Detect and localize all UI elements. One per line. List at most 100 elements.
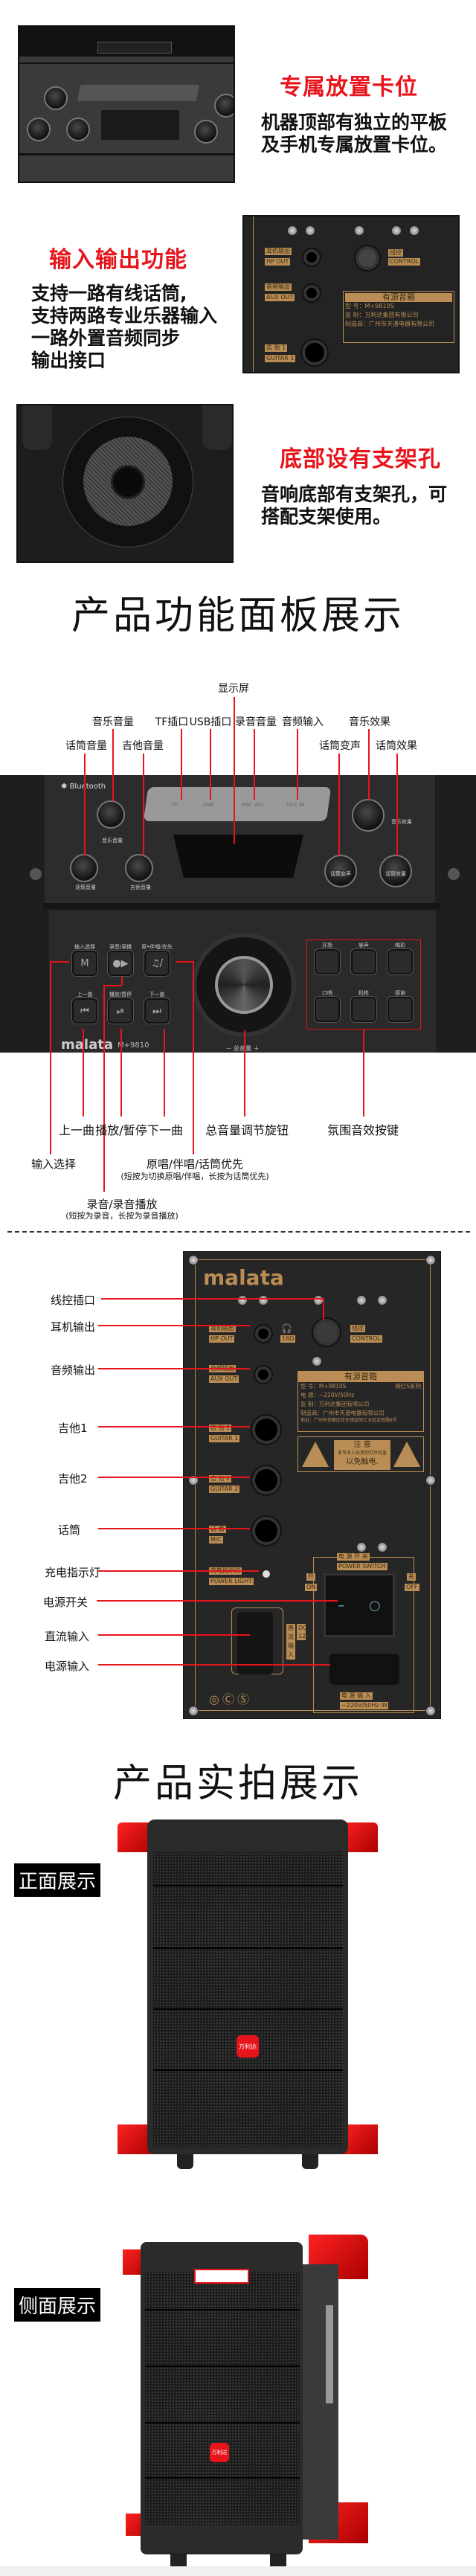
brand-badge: 万利达 [210,2443,229,2462]
vocal-priority-button[interactable]: ♫/ [144,951,170,976]
plate-label: 16Ω [280,1335,296,1343]
feature-body: 支持一路有线话筒, 支持两路专业乐器输入 一路外置音频同步 输出接口 [31,283,217,372]
button-label: 原•伴唱/优先 [141,944,173,950]
label-control-port: 线控插口 [51,1294,96,1307]
feature-body-line: 支持两路专业乐器输入 [31,305,218,327]
play-pause-button[interactable]: ⏯ [108,998,133,1024]
mic-effect-knob[interactable] [379,855,412,887]
knob-label: 话筒音量 [75,884,96,890]
label-mic-effect: 话筒效果 [376,740,417,752]
mic-voice-knob[interactable] [324,855,357,887]
plate-label: GUITAR 1 [209,1435,240,1442]
plate-label: AUX OUT [209,1375,239,1383]
front-speaker-photo: 万利达 [118,1819,378,2169]
feature-body-line: 音响底部有支架孔，可 [261,484,448,505]
label-power-switch: 电源开关 [43,1596,89,1609]
label-guitar2: 吉他2 [58,1472,88,1485]
warning-line: 非专业人员请勿打开机盖 [337,1451,387,1456]
warning-line: 以免触电. [346,1458,379,1466]
brand-badge: 万利达 [237,2035,259,2058]
brand-logo: malata [61,1037,113,1053]
side-speaker-photo: 万利达 [123,2235,370,2566]
label-audio-out: 音频输出 [51,1364,96,1377]
back-panel-photo: malata 耳机输出 HP OUT 16Ω 🎧 线控 CONTROL 音频输出… [183,1251,441,1719]
plate-label: POWER SWITCH [337,1563,387,1570]
note-original-accompany: (短按为切换原唱/伴唱，长按为话筒优先) [120,1172,269,1181]
plate-label: ~220V/50Hz IN [340,1702,389,1709]
label-power-light: 充电指示灯 [45,1566,101,1579]
io-panel-photo: 耳机输出 HP OUT 线控 CONTROL 音频输出 AUX OUT 有源音箱… [242,215,460,373]
label-mic-volume: 话筒音量 [65,740,107,752]
plate-label: OFF [405,1584,419,1591]
label-ac-input: 电源输入 [45,1660,90,1673]
plate-label: 吉 他 1 [209,1424,232,1432]
button-label: 上一曲 [77,992,93,998]
previous-track-button[interactable]: ⏮ [72,998,97,1024]
power-switch[interactable]: –○ [324,1573,395,1637]
effect-whistle-button[interactable] [315,997,340,1022]
plate-label: 关 [407,1573,416,1581]
mic-jack[interactable] [252,1517,280,1545]
plate-label: 线控 [388,249,403,257]
aux-out-jack[interactable] [255,1366,271,1383]
feature-body-line: 输出接口 [31,350,106,371]
headphone-icon: 🎧 [281,1323,292,1334]
label-tf-slot: TF插口 [155,716,189,728]
button-label: 播放/暂停 [109,992,132,998]
feature-body-line: 搭配支架使用。 [261,506,392,527]
effect-label: 掌声 [358,942,369,948]
label-guitar-volume: 吉他音量 [122,740,164,752]
effect-gun-button[interactable] [351,997,376,1022]
bottom-mount-photo [16,404,234,563]
knob-label: 吉他音量 [130,884,151,890]
label-mic-voice-change: 话筒变声 [319,740,361,752]
top-slot-photo [18,25,235,183]
music-volume-knob[interactable] [97,800,125,829]
next-track-button[interactable]: ⏭ [144,998,170,1024]
dashed-divider [7,1231,470,1233]
note-record: (短按为录音，长按为录音播放) [65,1211,178,1221]
headphone-jack[interactable] [255,1326,271,1342]
feature-title: 输入输出功能 [49,247,187,273]
effect-thanks-button[interactable] [387,997,413,1022]
control-port[interactable] [313,1319,340,1346]
plate-label: HP OUT [209,1335,235,1343]
effect-label: 口哨 [322,990,332,996]
nameplate-series: 网红S系列 [395,1383,421,1390]
guitar-volume-knob[interactable] [125,854,153,882]
label-record: 录音/录音播放 [86,1198,158,1211]
feature-body-line: 支持一路有线话筒, [31,283,187,304]
front-view-tag: 正面展示 [14,1863,101,1897]
plate-label: HP OUT [265,258,291,266]
nameplate-title: 有源音箱 [345,293,452,302]
ac-input[interactable] [329,1654,399,1685]
section-heading: 产品功能面板展示 [71,594,405,638]
nameplate: 有源音箱 型 号：M+9810S 网红S系列 电 源：~220V/50Hz 监 … [298,1371,424,1432]
record-button[interactable]: ●▶ [108,951,133,976]
label-usb-slot: USB插口 [189,716,232,728]
nameplate-title: 有源音箱 [298,1372,423,1382]
switch-off-mark: ○ [368,1597,381,1613]
music-effect-knob[interactable] [352,799,385,832]
guitar2-jack[interactable] [252,1466,280,1494]
button-label: 下一曲 [149,992,165,998]
plate-label: 话 筒 [209,1526,226,1533]
effect-cheer-button[interactable] [387,949,413,974]
master-volume-knob[interactable] [192,933,296,1037]
switch-on-mark: – [338,1597,345,1613]
label-aux-in: 音频输入 [282,716,324,728]
effect-applause-button[interactable] [351,949,376,974]
input-select-button[interactable]: M [72,951,97,976]
plate-label: GUITAR 1 [265,355,296,362]
guitar1-jack[interactable] [252,1416,280,1444]
mic-volume-knob[interactable] [70,854,98,882]
label-original-accompany: 原唱/伴唱/话筒优先 [146,1157,244,1171]
section-heading: 产品实拍展示 [112,1761,363,1806]
warning-title: 注 意 [353,1441,371,1449]
effect-opening-button[interactable] [315,949,340,974]
knob-label: 音乐效果 [391,819,412,825]
label-music-volume: 音乐音量 [92,716,134,728]
bluetooth-text: Bluetooth [69,783,106,791]
label-display: 显示屏 [218,683,249,695]
plate-label: CONTROL [388,258,421,266]
